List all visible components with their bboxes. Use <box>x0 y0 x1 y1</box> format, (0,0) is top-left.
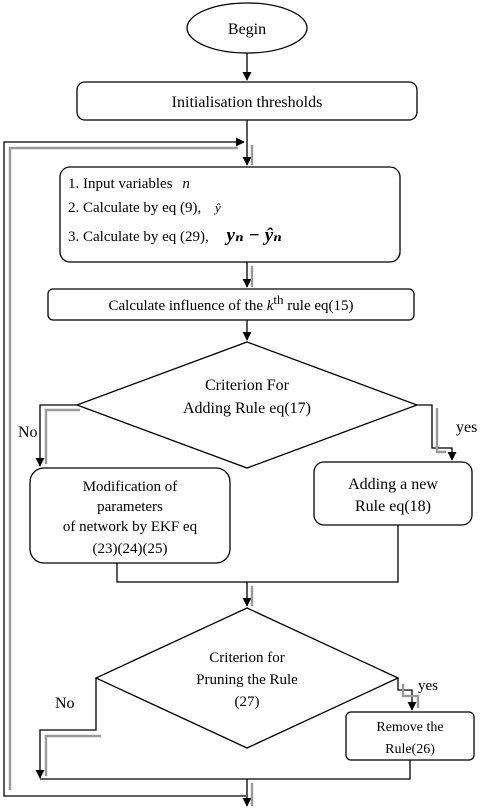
svg-text:3. Calculate by eq (29),: 3. Calculate by eq (29), yₙ − ŷₙ <box>68 225 282 246</box>
input-line-3: 3. Calculate by eq (29), <box>68 229 209 245</box>
arrow-prune-no-shadow <box>44 734 101 776</box>
modification-line-2: parameters <box>97 499 163 515</box>
arrow-prune-yes-shadow <box>401 684 420 708</box>
arrow-add-yes-shadow <box>435 408 446 454</box>
feedback-loop <box>3 137 246 797</box>
svg-text:2. Calculate by eq (9),: 2. Calculate by eq (9), ŷ <box>68 200 221 216</box>
criterion-add-line-2: Adding Rule eq(17) <box>183 400 311 417</box>
input-var-yhat: ŷ <box>213 200 221 215</box>
add-rule-line-2: Rule eq(18) <box>355 498 431 515</box>
merge-right <box>247 525 399 583</box>
merge-bottom-right <box>247 760 411 780</box>
merge-left <box>116 563 247 583</box>
begin-node: Begin <box>186 2 308 54</box>
arrow-add-no <box>35 404 77 467</box>
influence-text-b: rule eq(15) <box>284 298 354 314</box>
add-yes-label: yes <box>456 419 477 436</box>
begin-label: Begin <box>228 21 266 38</box>
init-label: Initialisation thresholds <box>172 94 323 111</box>
remove-node: Remove the Rule(26) <box>345 711 475 761</box>
input-line-2: 2. Calculate by eq (9), <box>68 200 201 216</box>
arrow-prune-no <box>35 678 97 779</box>
svg-text:Calculate influence of the: Calculate influence of the kth rule eq(1… <box>108 292 353 314</box>
input-node: 1. Input variables n 2. Calculate by eq … <box>59 166 401 263</box>
input-var-n: n <box>182 176 190 192</box>
prune-no-label: No <box>55 695 75 712</box>
arrow-prune-yes <box>397 678 417 711</box>
prune-yes-label: yes <box>418 678 438 694</box>
modification-line-4: (23)(24)(25) <box>93 541 168 557</box>
arrow-add-yes <box>417 404 457 461</box>
input-error-expr: yₙ − ŷₙ <box>225 225 282 246</box>
svg-text:1. Input variables n: 1. Input variables n <box>68 176 190 192</box>
arrow-add-no-shadow <box>44 408 80 464</box>
input-line-1: 1. Input variables <box>68 176 173 192</box>
modification-line-3: of network by EKF eq <box>63 519 198 535</box>
criterion-add-node: Criterion For Adding Rule eq(17) <box>75 341 419 469</box>
influence-sup: th <box>273 292 284 307</box>
influence-node: Calculate influence of the kth rule eq(1… <box>47 288 415 321</box>
criterion-prune-node: Criterion for Pruning the Rule (27) <box>94 607 400 749</box>
feedback-loop-shadow <box>8 146 238 790</box>
criterion-prune-line-1: Criterion for <box>209 650 284 666</box>
remove-line-2: Rule(26) <box>385 742 435 757</box>
add-no-label: No <box>18 424 38 441</box>
remove-line-1: Remove the <box>376 720 443 735</box>
influence-k: k <box>267 298 274 314</box>
influence-text-a: Calculate influence of the <box>108 298 266 314</box>
add-rule-line-1: Adding a new <box>348 476 438 493</box>
modification-line-1: Modification of <box>83 479 178 495</box>
criterion-prune-line-2: Pruning the Rule <box>196 672 298 688</box>
add-rule-node: Adding a new Rule eq(18) <box>313 461 473 526</box>
modification-node: Modification of parameters of network by… <box>29 467 231 564</box>
criterion-prune-line-3: (27) <box>235 694 260 710</box>
init-node: Initialisation thresholds <box>76 81 418 121</box>
criterion-add-line-1: Criterion For <box>205 377 290 394</box>
